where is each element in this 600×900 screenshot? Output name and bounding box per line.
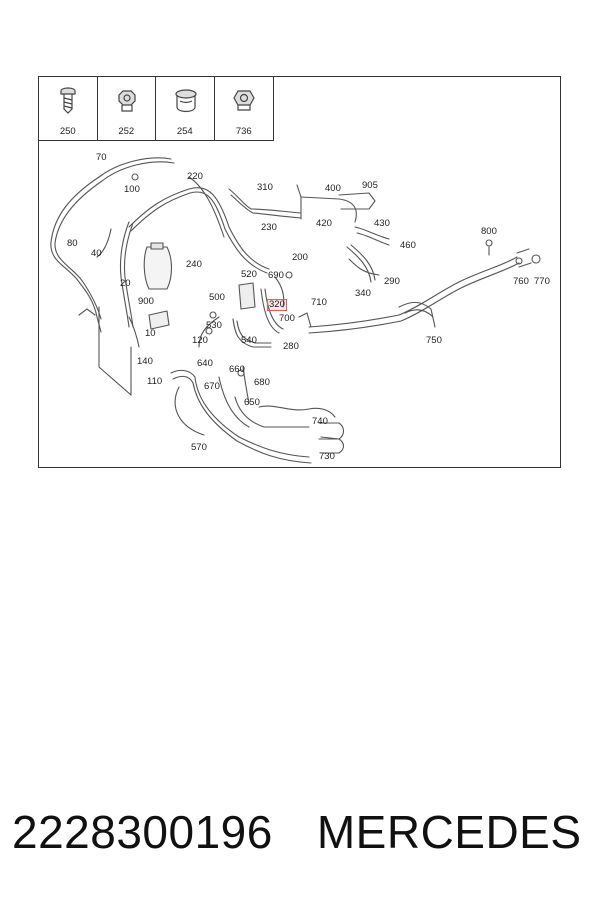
legend-cell-252: 252 — [98, 77, 156, 140]
callout-70: 70 — [96, 152, 107, 163]
callout-120: 120 — [192, 335, 208, 346]
callout-430: 430 — [374, 218, 390, 229]
callout-80: 80 — [67, 238, 78, 249]
footer-line: 2228300196 MERCEDES — [12, 800, 588, 864]
callout-40: 40 — [91, 248, 102, 259]
callout-220: 220 — [187, 171, 203, 182]
callout-770: 770 — [534, 276, 550, 287]
callout-650: 650 — [244, 397, 260, 408]
legend-number: 254 — [176, 126, 193, 137]
screw-icon — [60, 87, 76, 114]
callout-280: 280 — [283, 341, 299, 352]
callout-670: 670 — [204, 381, 220, 392]
diagram-frame: 250 252 254 — [38, 76, 561, 468]
callout-500: 500 — [209, 292, 225, 303]
callout-710: 710 — [311, 297, 327, 308]
callout-690: 690 — [268, 270, 284, 281]
legend-cell-736: 736 — [215, 77, 274, 140]
nut-icon — [232, 90, 255, 111]
callout-420: 420 — [316, 218, 332, 229]
callout-540: 540 — [241, 335, 257, 346]
part-number: 2228300196 — [12, 806, 273, 858]
legend-number: 250 — [59, 126, 76, 137]
legend-number: 252 — [118, 126, 135, 137]
callout-660: 660 — [229, 364, 245, 375]
callout-200: 200 — [292, 252, 308, 263]
callout-320: 320 — [267, 299, 287, 311]
callout-310: 310 — [257, 182, 273, 193]
legend-number: 736 — [235, 126, 252, 137]
callout-100: 100 — [124, 184, 140, 195]
callout-230: 230 — [261, 222, 277, 233]
grommet-icon — [175, 89, 197, 113]
callout-760: 760 — [513, 276, 529, 287]
callout-340: 340 — [355, 288, 371, 299]
callout-905: 905 — [362, 180, 378, 191]
legend-strip: 250 252 254 — [39, 77, 274, 141]
callout-400: 400 — [325, 183, 341, 194]
callout-10: 10 — [145, 328, 156, 339]
callout-460: 460 — [400, 240, 416, 251]
callout-750: 750 — [426, 335, 442, 346]
legend-cell-254: 254 — [156, 77, 215, 140]
callout-680: 680 — [254, 377, 270, 388]
callout-800: 800 — [481, 226, 497, 237]
callout-570: 570 — [191, 442, 207, 453]
callout-140: 140 — [137, 356, 153, 367]
callout-730: 730 — [319, 451, 335, 462]
callout-740: 740 — [312, 416, 328, 427]
callout-20: 20 — [120, 278, 131, 289]
hose-diagram — [50, 157, 541, 464]
callout-110: 110 — [147, 376, 163, 387]
callout-530: 530 — [206, 320, 222, 331]
callout-700: 700 — [279, 313, 295, 324]
callout-240: 240 — [186, 259, 202, 270]
callout-640: 640 — [197, 358, 213, 369]
legend-cell-250: 250 — [39, 77, 98, 140]
clip-icon — [117, 90, 136, 112]
brand-name: MERCEDES — [316, 806, 582, 858]
callout-900: 900 — [138, 296, 154, 307]
callout-290: 290 — [384, 276, 400, 287]
callout-520: 520 — [241, 269, 257, 280]
